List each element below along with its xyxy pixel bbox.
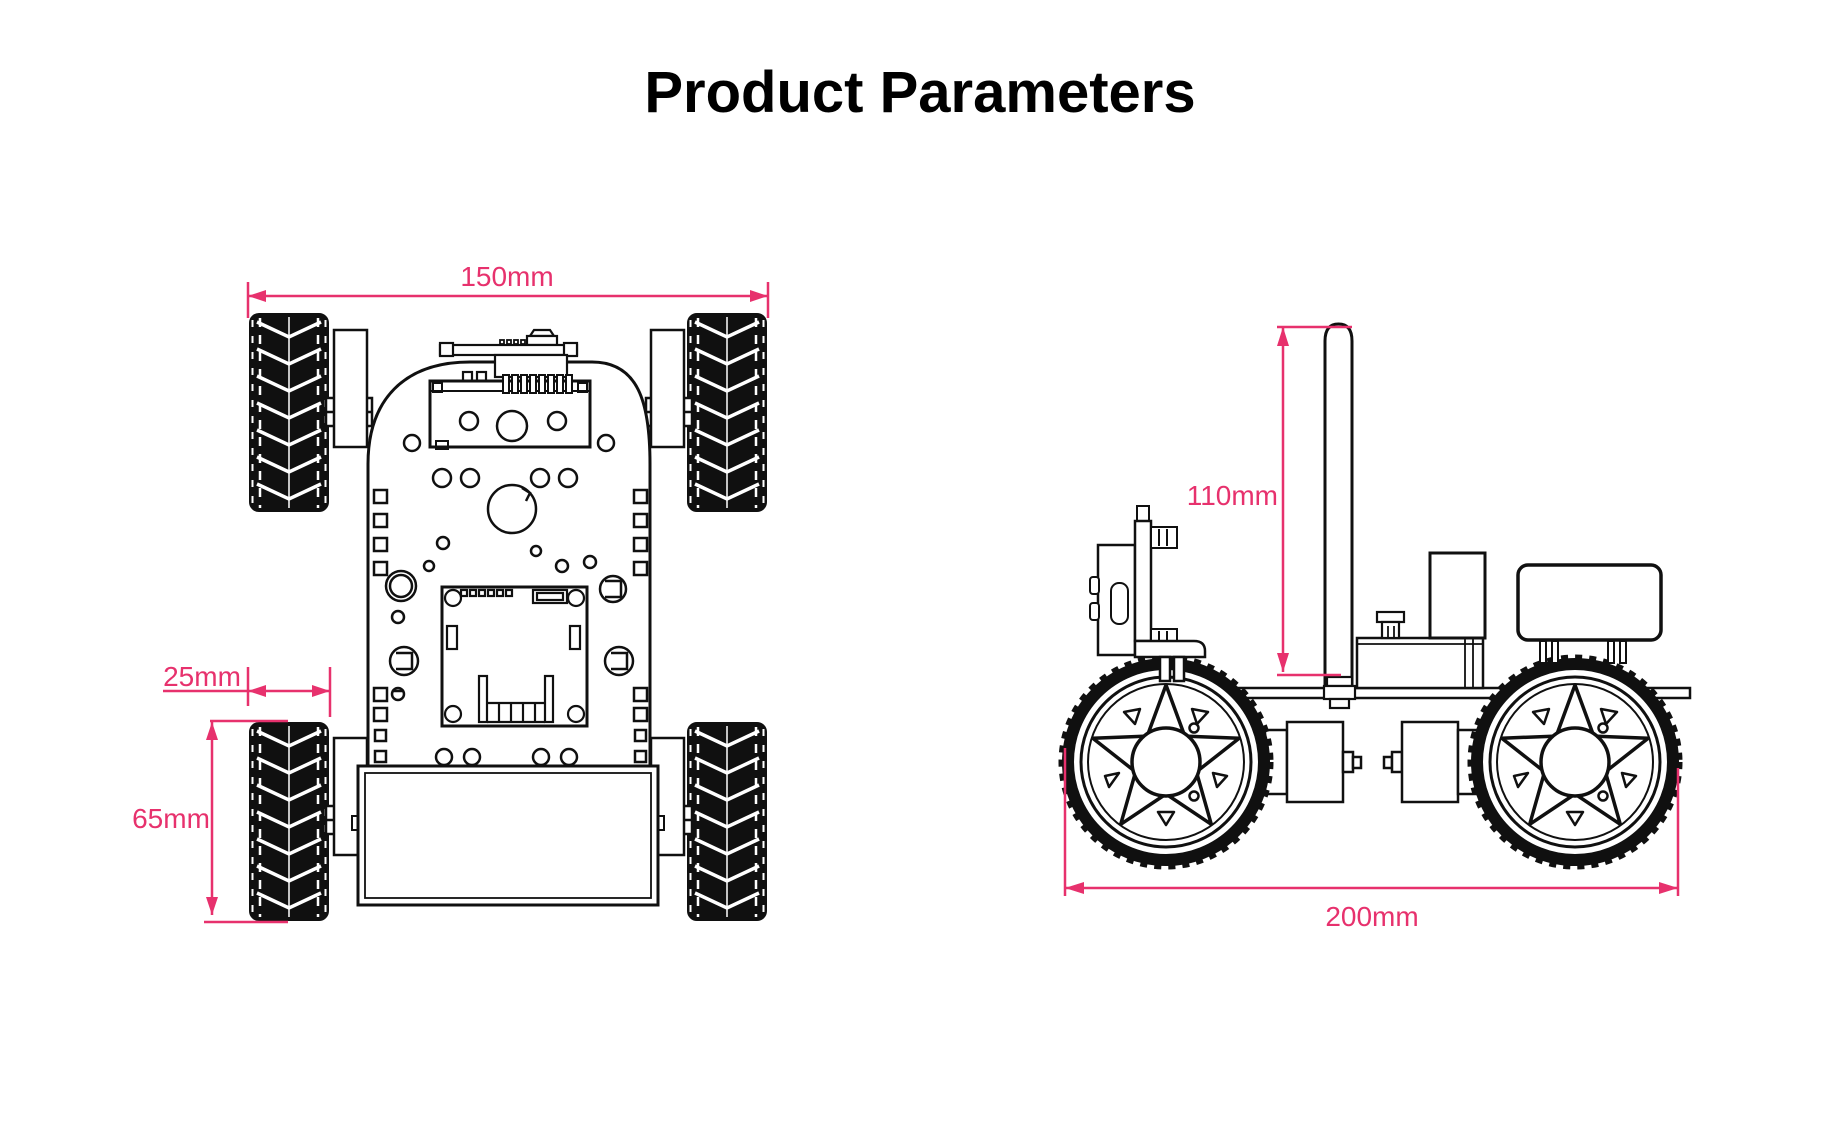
wheel-front-right	[686, 312, 768, 513]
camera-module-side	[1089, 505, 1207, 683]
wheel-rear-right	[686, 721, 768, 922]
motor-right	[1382, 720, 1482, 804]
dimension-wheel-diameter: 65mm	[132, 719, 288, 924]
dimension-label-overall-length: 200mm	[1325, 901, 1418, 932]
dimension-label-wheel-diameter: 65mm	[132, 803, 210, 834]
antenna	[1322, 322, 1357, 710]
wheel-rear-left	[248, 721, 330, 922]
dimension-overall-length: 200mm	[1063, 748, 1680, 932]
top-view-drawing: 150mm 25mm 65mm	[132, 261, 770, 924]
expansion-board	[428, 374, 592, 450]
dimension-overall-width: 150mm	[246, 261, 770, 318]
riser-block	[1355, 610, 1485, 690]
dimension-wheel-width: 25mm	[163, 661, 332, 717]
support-pillar	[1428, 551, 1487, 640]
battery-box	[351, 764, 665, 907]
wheel-side-right	[1471, 658, 1679, 866]
side-view-drawing: 110mm 200mm	[1062, 322, 1692, 932]
motor-left	[1263, 720, 1363, 804]
wheel-front-left	[248, 312, 330, 513]
controller-module	[440, 585, 589, 728]
dimension-label-wheel-width: 25mm	[163, 661, 241, 692]
plate-holes	[372, 433, 649, 767]
dimension-label-overall-width: 150mm	[460, 261, 553, 292]
page-title: Product Parameters	[644, 60, 1195, 125]
dimension-antenna-height: 110mm	[1187, 325, 1352, 677]
dimension-label-antenna-height: 110mm	[1187, 480, 1278, 511]
sensor-box	[1516, 563, 1663, 664]
wheel-side-left	[1062, 658, 1270, 866]
